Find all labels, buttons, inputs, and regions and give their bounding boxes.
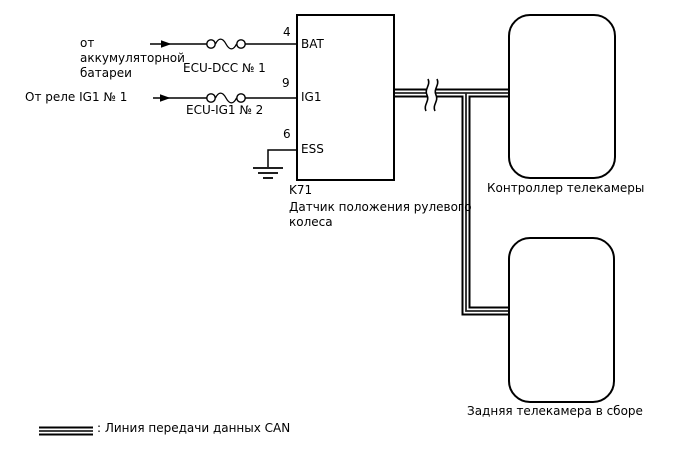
pin-label-bat: BAT [301, 37, 324, 51]
pin-number-ig1: 9 [282, 76, 290, 90]
camera-controller-box [508, 14, 616, 179]
camera-controller-label: Контроллер телекамеры [487, 181, 645, 195]
fuse-icon [206, 92, 246, 104]
sensor-name-label: Датчик положения рулевого колеса [289, 200, 472, 229]
pin-number-bat: 4 [283, 25, 291, 39]
fuse-icon [206, 38, 246, 50]
rear-camera-label: Задняя телекамера в сборе [467, 404, 643, 418]
legend-text: : Линия передачи данных CAN [97, 421, 291, 435]
pin-number-ess: 6 [283, 127, 291, 141]
ess-ground-wire [253, 149, 296, 179]
battery-source-label: от аккумуляторной батареи [80, 36, 185, 80]
line-break-icon [424, 78, 439, 112]
pin-label-ess: ESS [301, 142, 324, 156]
ig1-relay-source-label: От реле IG1 № 1 [25, 90, 128, 104]
sensor-id-label: K71 [289, 183, 313, 197]
fuse-ecu-ig1-label: ECU-IG1 № 2 [186, 103, 264, 117]
pin-label-ig1: IG1 [301, 90, 322, 104]
flow-arrow-icon [160, 94, 171, 102]
rear-camera-box [508, 237, 615, 403]
ground-icon [253, 167, 283, 179]
fuse-ecu-dcc-label: ECU-DCC № 1 [183, 61, 266, 75]
ig1-feed-wire [153, 92, 296, 104]
k71-sensor-box [296, 14, 395, 181]
